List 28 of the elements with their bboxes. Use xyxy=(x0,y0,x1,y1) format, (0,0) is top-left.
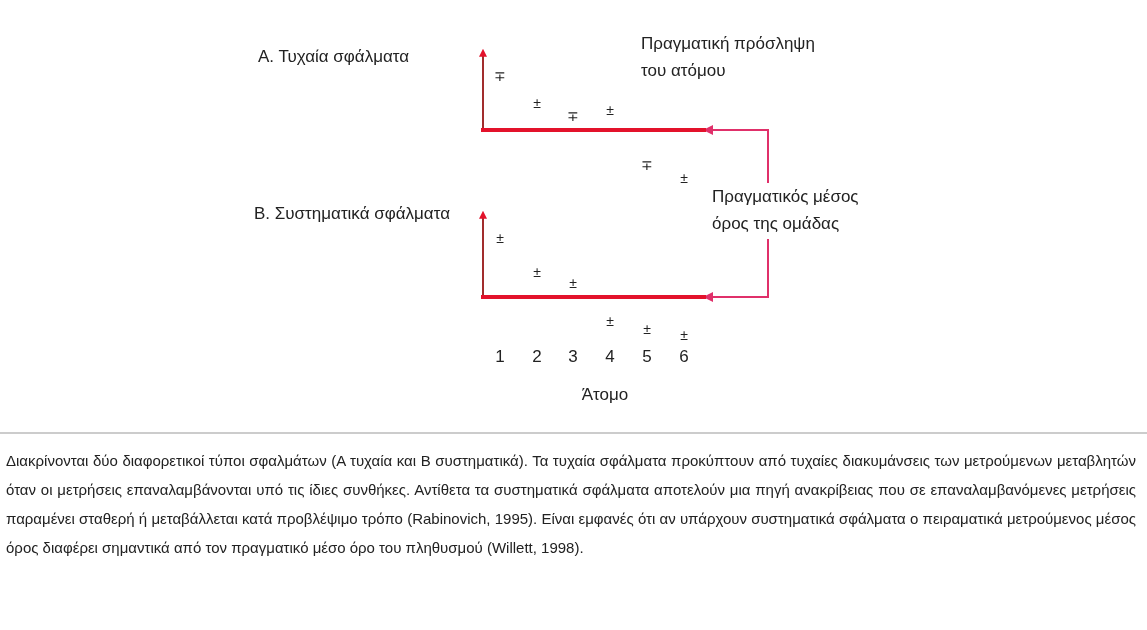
baseline-bar xyxy=(481,128,706,132)
panel-heading: Α. Τυχαία σφάλματα xyxy=(258,46,411,68)
axis-tick-label: 5 xyxy=(641,346,653,368)
leader-arrow xyxy=(703,238,769,302)
annotation-text: Πραγματικός μέσος όρος της ομάδας xyxy=(712,183,882,237)
plus-minus-mark: ∓ xyxy=(493,67,507,86)
axis-tick-label: 3 xyxy=(567,346,579,368)
plus-minus-mark: ± xyxy=(495,229,505,248)
plus-minus-mark: ± xyxy=(568,274,578,293)
plus-minus-mark: ± xyxy=(532,94,542,113)
axis-tick-label: 1 xyxy=(494,346,506,368)
annotation-text: Πραγματική πρόσληψη του ατόμου xyxy=(641,33,816,82)
axis-tick-label: 2 xyxy=(531,346,543,368)
axis-tick-label: 6 xyxy=(678,346,690,368)
plus-minus-mark: ± xyxy=(605,312,615,331)
axis-tick-label: 4 xyxy=(604,346,616,368)
plus-minus-mark: ± xyxy=(679,169,689,188)
plus-minus-mark: ∓ xyxy=(640,156,654,175)
baseline-bar xyxy=(481,295,706,299)
leader-arrow xyxy=(703,125,769,184)
axis-title: Άτομο xyxy=(580,384,630,406)
plus-minus-mark: ± xyxy=(642,320,652,339)
caption: Διακρίνονται δύο διαφορετικοί τύποι σφαλμάτων (Α τυχαία και Β συστηματικά). Τα τυχαία σφάλματα προκύπτουν από τυχαίες διακυμάνσεις των μετρούμενων μεταβλητών όταν οι μετρήσεις επαναλαμβάνονται υπό τις ίδιες συνθήκες. Αντίθετα τα συστηματικά σφάλματα αποτελούν μια πηγή ανακρίβειας που σε επαναλαμβανόμενες μετρήσεις παραμένει σταθερή ή μεταβάλλεται κατά προβλέψιμο τρόπο (Rabinovich, 1995). Είναι εμφανές ότι αν υπάρχουν συστηματικά σφάλματα ο πειραματικά μετρούμενος μέσος όρος διαφέρει σημαντικά από τον πραγματικό μέσο όρο του πληθυσμού (Willett, 1998). xyxy=(6,451,1136,558)
plus-minus-mark: ± xyxy=(605,101,615,120)
plus-minus-mark: ± xyxy=(679,326,689,345)
panel-heading: Β. Συστηματικά σφάλματα xyxy=(254,203,451,225)
plus-minus-mark: ∓ xyxy=(566,107,580,126)
plus-minus-mark: ± xyxy=(532,263,542,282)
